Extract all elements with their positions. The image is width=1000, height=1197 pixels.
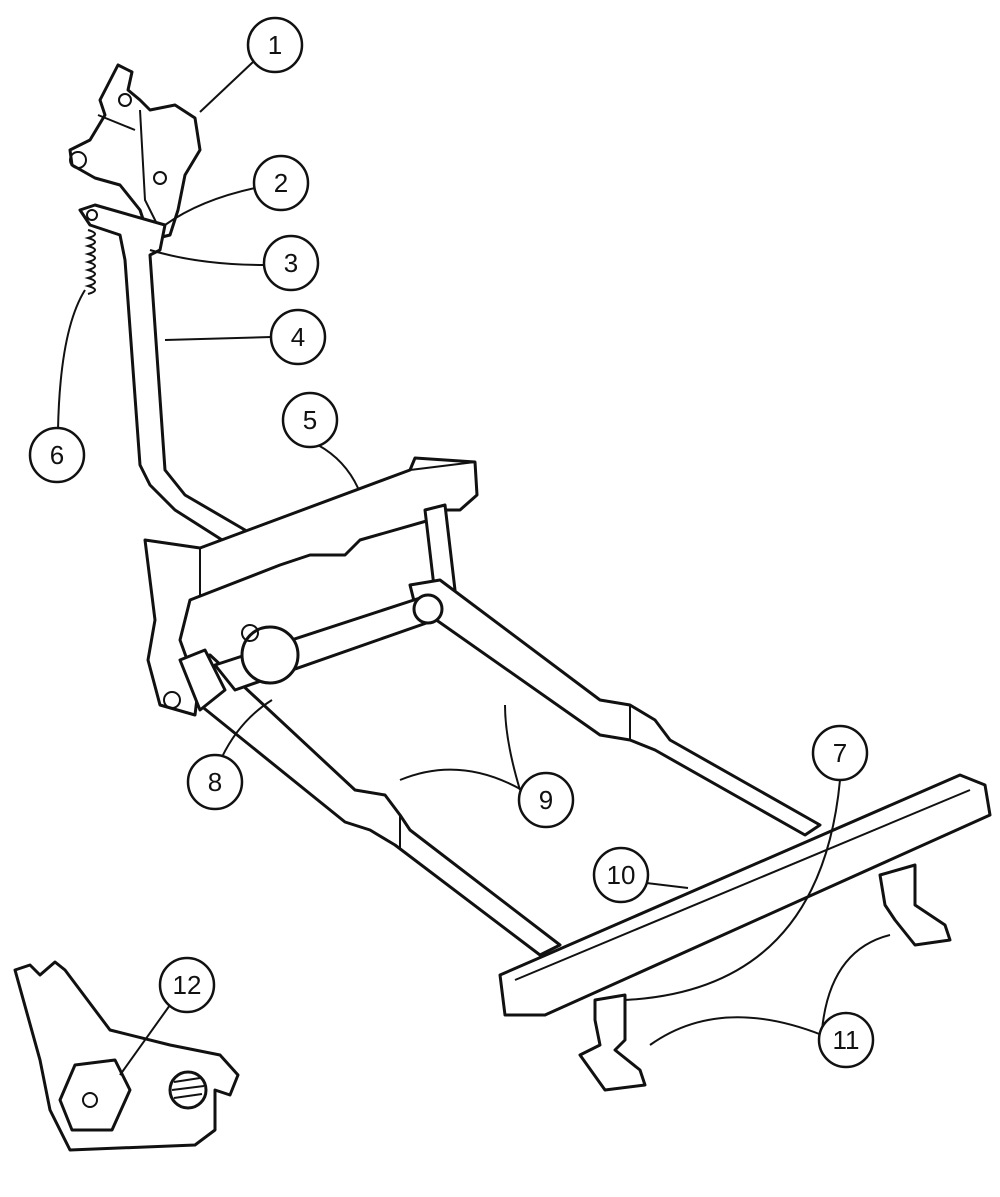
lever-arm [78,203,247,547]
spring [84,229,96,295]
callout-label: 2 [274,168,288,198]
callout-9: 9 [517,771,575,829]
callout-label: 5 [303,405,317,435]
callout-11: 11 [817,1011,875,1069]
detail-inset [13,960,240,1152]
callout-label: 4 [291,322,305,352]
foot-pads [578,863,952,1092]
callout-5: 5 [281,391,339,449]
frame-rails [183,578,822,957]
leader-lines [57,61,891,1076]
cross-bracket [143,456,479,717]
callout-label: 3 [284,248,298,278]
bumper [498,773,992,1017]
callout-label: 9 [539,785,553,815]
callout-label: 7 [833,738,847,768]
callout-6: 6 [28,426,86,484]
callout-4: 4 [269,308,327,366]
latch-mechanism [68,63,202,242]
shaft [178,593,444,712]
callout-2: 2 [252,154,310,212]
callout-label: 1 [268,30,282,60]
callout-3: 3 [262,234,320,292]
callout-label: 8 [208,767,222,797]
callout-1: 1 [246,16,304,74]
callout-7: 7 [811,724,869,782]
callout-label: 11 [833,1025,860,1055]
callout-label: 10 [607,860,636,890]
callout-12: 12 [158,956,216,1014]
callout-10: 10 [592,846,650,904]
callout-label: 12 [173,970,202,1000]
callout-8: 8 [186,753,244,811]
callout-label: 6 [50,440,64,470]
